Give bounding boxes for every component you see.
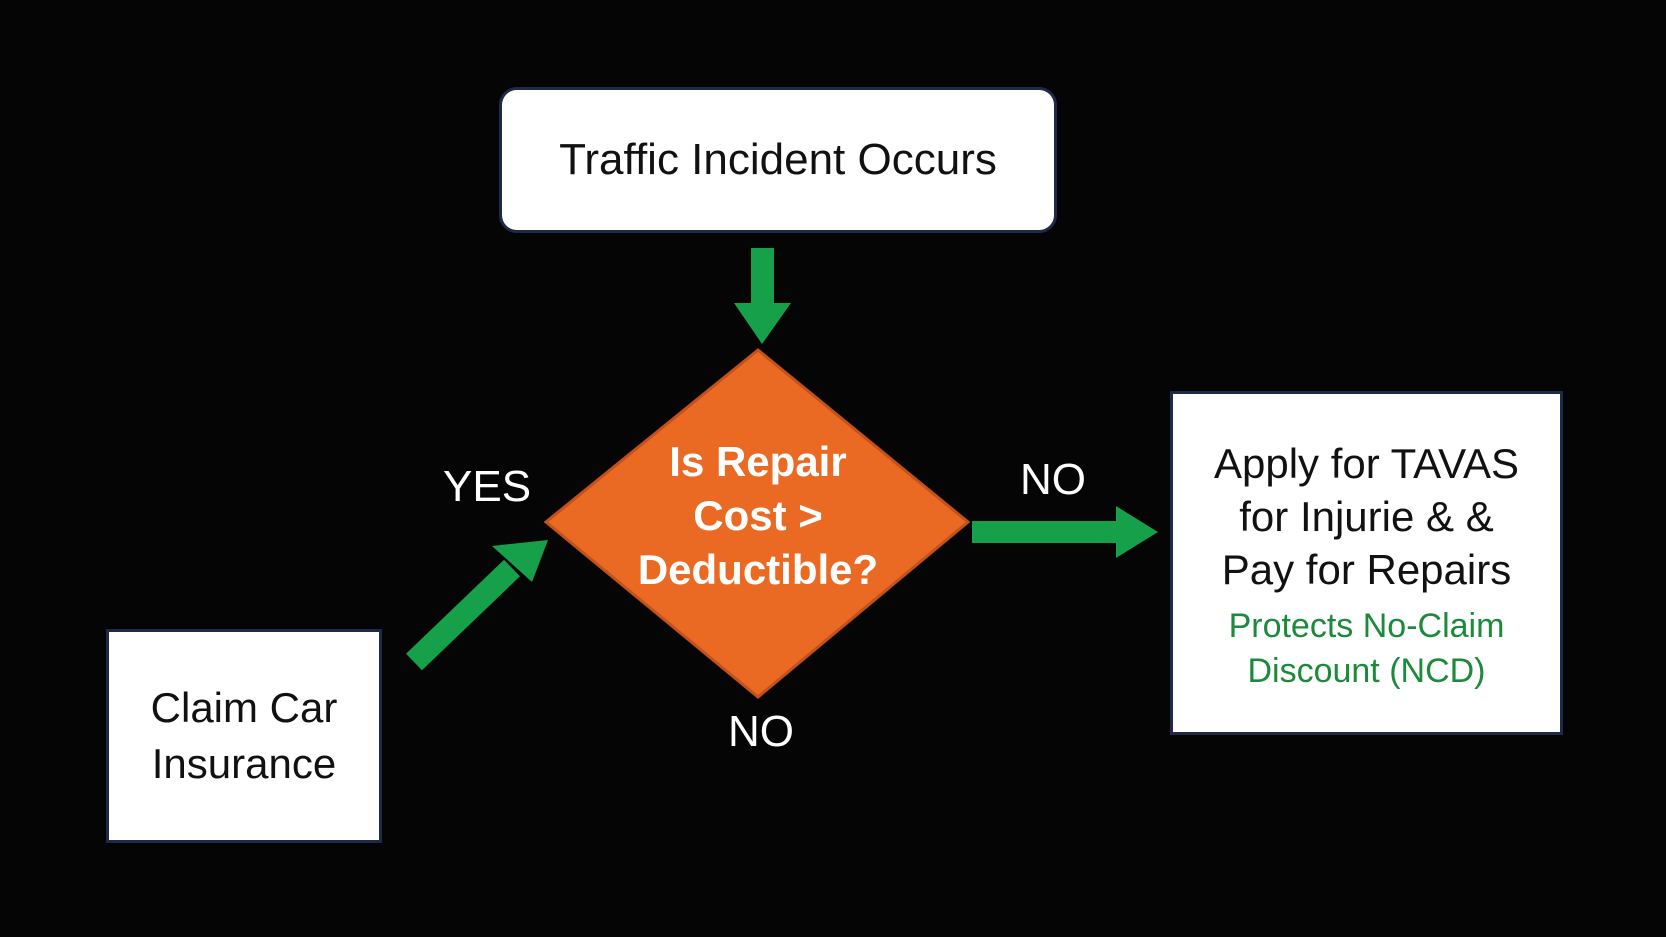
decision-node-label: Is Repair Cost > Deductible? [600, 435, 916, 597]
decision-line-3: Deductible? [637, 546, 879, 593]
apply-line-2: for Injurie & & [1239, 492, 1494, 540]
apply-line-1: Apply for TAVAS [1213, 439, 1519, 487]
arrow-decision-to-apply [972, 506, 1158, 558]
claim-line-2: Insurance [151, 740, 337, 787]
claim-line-1: Claim Car [150, 684, 338, 731]
edge-label-yes: YES [443, 462, 532, 511]
apply-line-3: Pay for Repairs [1221, 545, 1512, 593]
start-node: Traffic Incident Occurs [499, 87, 1057, 233]
apply-note-line-2: Discount (NCD) [1247, 651, 1486, 690]
apply-note-line-1: Protects No-Claim [1228, 606, 1505, 645]
edge-label-no-right: NO [1020, 455, 1086, 504]
claim-insurance-node: Claim Car Insurance [106, 629, 382, 843]
apply-note: Protects No-Claim Discount (NCD) [1229, 604, 1505, 694]
apply-tavas-node: Apply for TAVAS for Injurie & & Pay for … [1170, 391, 1563, 735]
arrow-claim-to-decision [406, 540, 548, 671]
decision-line-2: Cost > [693, 492, 823, 539]
start-node-label: Traffic Incident Occurs [559, 135, 997, 184]
edge-label-no-bottom: NO [728, 707, 794, 756]
decision-line-1: Is Repair [669, 438, 847, 485]
decision-diamond [543, 348, 971, 699]
arrow-start-to-decision [734, 248, 791, 344]
